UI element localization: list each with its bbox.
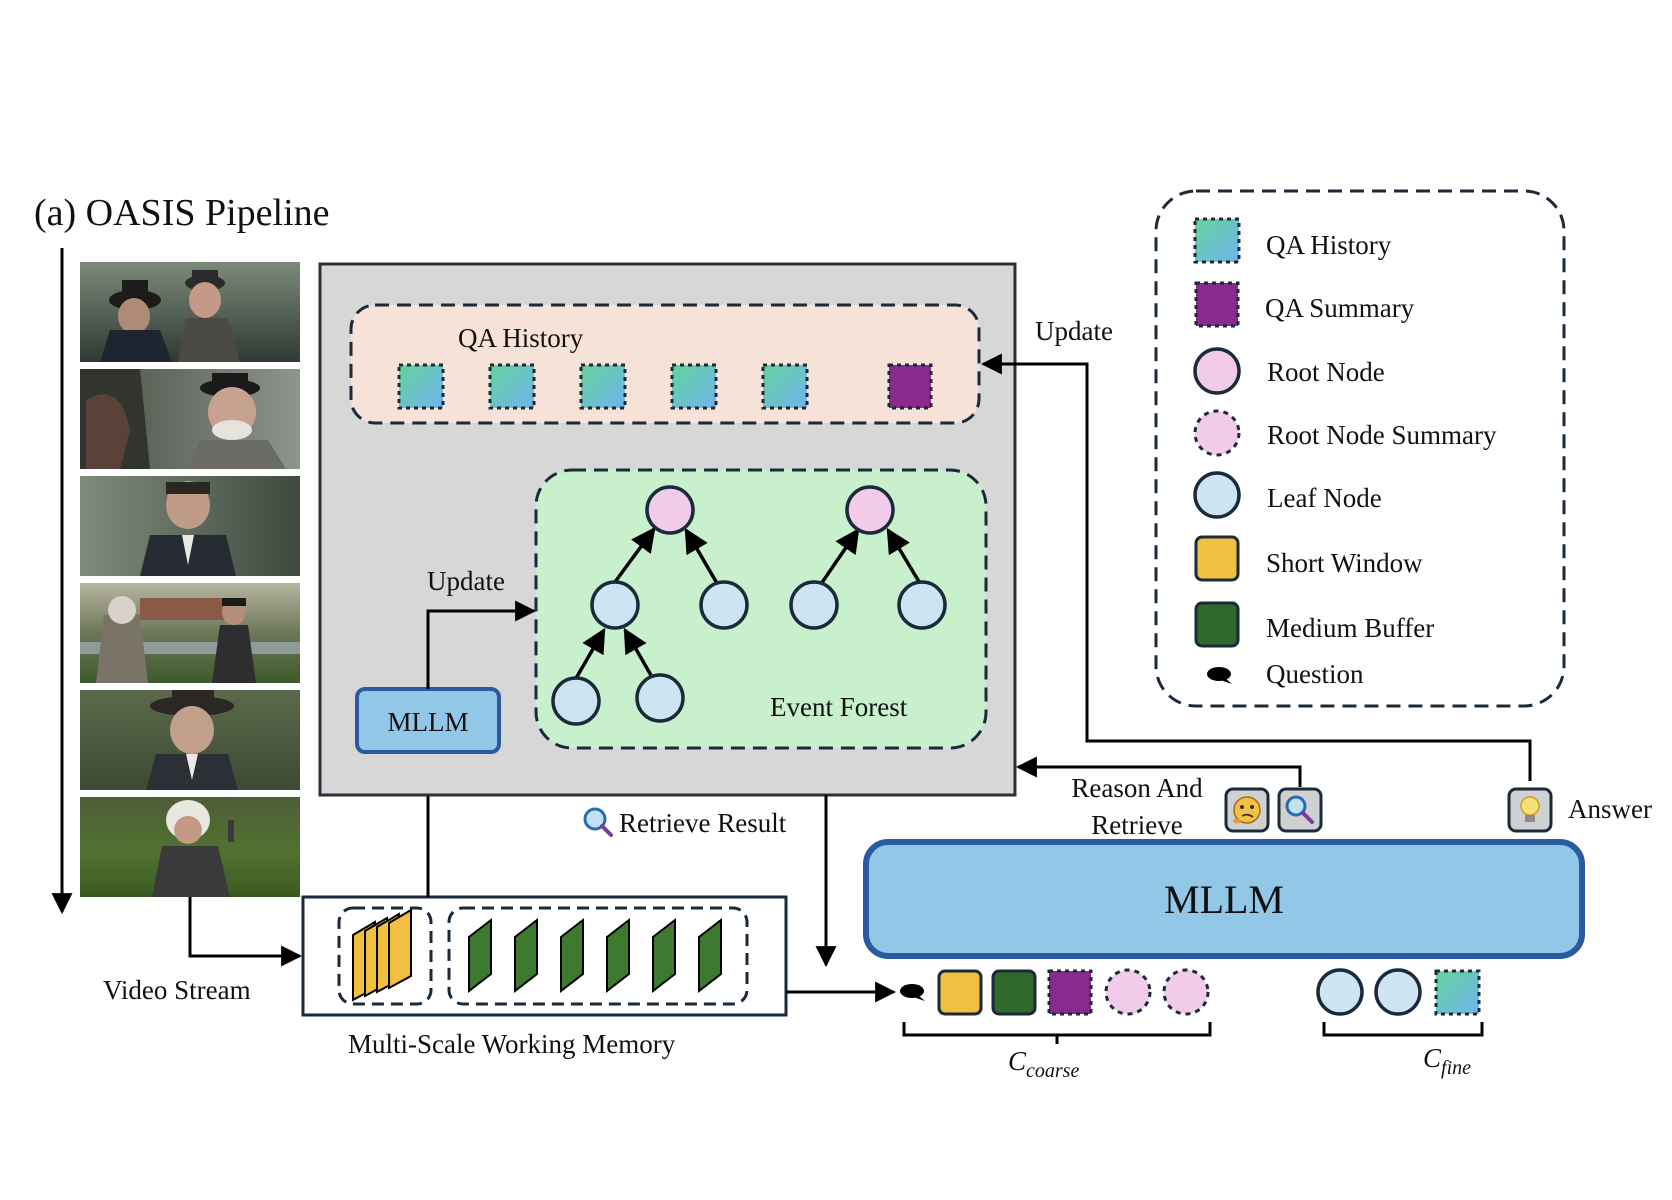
- medium-buffer-frames: [468, 917, 722, 994]
- root-summary-token-2: [1162, 968, 1210, 1016]
- video-frames: [80, 262, 300, 897]
- leaf-token-1: [1316, 968, 1364, 1016]
- root-node-2: [845, 485, 895, 535]
- legend-short-window-swatch: [1194, 535, 1240, 582]
- legend-box: [1154, 189, 1566, 708]
- question-icon: [900, 984, 925, 1001]
- retrieve-label: Retrieve: [1091, 810, 1182, 840]
- answer-to-qa-history-arrow: [980, 353, 1532, 781]
- root-summary-token-1: [1104, 968, 1152, 1016]
- c-coarse-base: C: [1008, 1046, 1027, 1076]
- video-frame-5: [80, 690, 300, 790]
- main-mllm-box: [863, 839, 1585, 959]
- qa-summary-item: [887, 363, 933, 410]
- legend-leaf-node-label: Leaf Node: [1267, 483, 1382, 513]
- c-coarse-label: Ccoarse: [1008, 1046, 1079, 1082]
- fine-context-tokens: [1316, 968, 1481, 1016]
- qa-update-label: Update: [1035, 316, 1113, 346]
- medium-buffer-token: [991, 969, 1037, 1016]
- c-fine-base: C: [1423, 1043, 1442, 1073]
- mllm-to-forest-arrow: [426, 600, 537, 689]
- magnifier-icon: [583, 807, 613, 837]
- video-frame-1: [80, 262, 300, 362]
- lightbulb-icon: [1507, 787, 1553, 833]
- leaf-node-4: [635, 673, 685, 723]
- small-mllm-label: MLLM: [388, 707, 469, 737]
- forest-update-label: Update: [427, 566, 505, 596]
- legend: QA History QA Summary Root Node Root Nod…: [1154, 189, 1566, 708]
- leaf-node-6: [897, 580, 947, 630]
- video-stream-connector: [188, 897, 303, 967]
- legend-qa-history-swatch: [1193, 217, 1241, 264]
- c-fine-sub: fine: [1441, 1057, 1471, 1079]
- legend-short-window-label: Short Window: [1266, 548, 1423, 578]
- fine-brace: [1322, 1022, 1484, 1037]
- video-frame-4: [80, 583, 300, 683]
- medium-buffer-group: [447, 906, 749, 1006]
- legend-qa-history-label: QA History: [1266, 230, 1392, 260]
- event-forest-nodes: [551, 485, 947, 726]
- diagram-title: (a) OASIS Pipeline: [34, 192, 330, 234]
- answer-label: Answer: [1568, 794, 1652, 824]
- legend-question-icon: [1207, 667, 1232, 684]
- legend-medium-buffer-swatch: [1194, 601, 1240, 648]
- reason-retrieve-arrow: [1015, 756, 1302, 787]
- qa-history-box-label: QA History: [458, 323, 584, 353]
- coarse-context-tokens: [900, 968, 1210, 1016]
- reason-icon: [1224, 787, 1270, 833]
- leaf-node-5: [789, 580, 839, 630]
- event-forest-label: Event Forest: [770, 692, 908, 722]
- video-frame-2: [80, 369, 300, 469]
- qa-history-items: [397, 363, 933, 410]
- legend-leaf-node-swatch: [1193, 471, 1241, 519]
- reason-and-label: Reason And: [1071, 773, 1203, 803]
- qa-history-box: [349, 303, 981, 425]
- legend-qa-summary-label: QA Summary: [1265, 293, 1415, 323]
- leaf-node-3: [551, 676, 601, 726]
- memory-panel: QA History Even: [318, 262, 1017, 797]
- video-stream-label: Video Stream: [103, 975, 251, 1005]
- legend-qa-summary-swatch: [1194, 281, 1240, 328]
- c-fine-label: Cfine: [1423, 1043, 1471, 1079]
- c-coarse-sub: coarse: [1026, 1060, 1079, 1082]
- root-node-1: [645, 485, 695, 535]
- legend-medium-buffer-label: Medium Buffer: [1266, 613, 1434, 643]
- search-icon: [1277, 787, 1323, 833]
- coarse-brace: [902, 1022, 1212, 1044]
- legend-root-node-summary-label: Root Node Summary: [1267, 420, 1497, 450]
- working-memory-label: Multi-Scale Working Memory: [348, 1029, 676, 1059]
- short-window-token: [937, 969, 983, 1016]
- video-frame-6: [80, 797, 300, 897]
- short-window-group: [337, 906, 433, 1006]
- qa-history-token: [1434, 969, 1481, 1016]
- leaf-token-2: [1374, 968, 1422, 1016]
- legend-root-node-label: Root Node: [1267, 357, 1385, 387]
- short-window-frames: [352, 908, 412, 1002]
- working-memory-box: [301, 895, 788, 1017]
- legend-root-node-swatch: [1193, 347, 1241, 395]
- main-mllm-label: MLLM: [1164, 877, 1284, 922]
- retrieve-result-label: Retrieve Result: [619, 808, 787, 838]
- leaf-node-1: [590, 580, 640, 630]
- video-frame-3: [80, 476, 300, 576]
- leaf-node-2: [699, 580, 749, 630]
- qa-summary-token: [1047, 969, 1093, 1016]
- event-forest-edges: [573, 527, 923, 681]
- legend-root-node-summary-swatch: [1193, 409, 1241, 457]
- legend-question-label: Question: [1266, 659, 1364, 689]
